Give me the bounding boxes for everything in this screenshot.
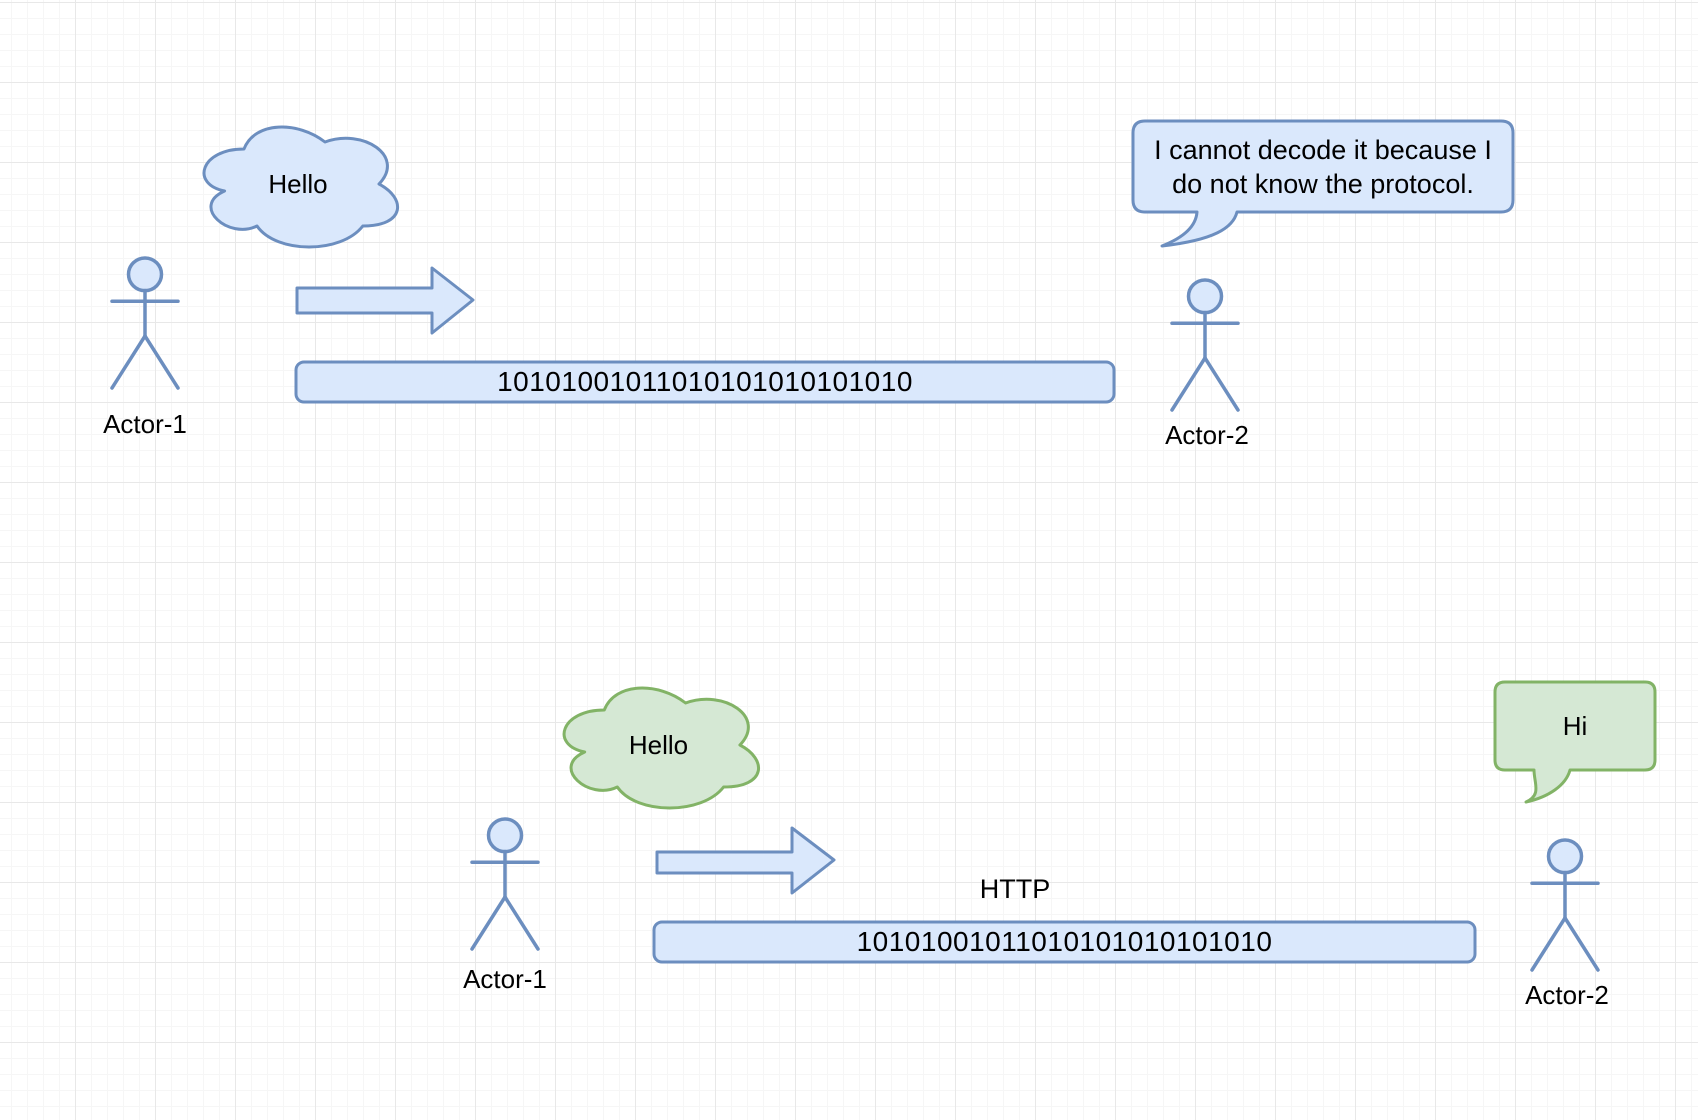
actor2-scenario1-label[interactable]: Actor-2 [1165,419,1249,450]
bitstream-scenario1-text[interactable]: 10101001011010101010101010 [497,366,913,397]
actor1-scenario2-label[interactable]: Actor-1 [463,963,547,994]
actor-head [126,256,164,293]
actor-head [486,817,524,854]
thought-cloud-scenario2-text[interactable]: Hello [628,729,689,760]
actor1-scenario1-label[interactable]: Actor-1 [103,408,187,439]
actor-leg-right [503,895,540,951]
actor-leg-left [110,334,147,390]
send-arrow-scenario2[interactable] [655,826,836,895]
actor1-scenario2-figure[interactable] [470,817,540,951]
thought-cloud-scenario1-text[interactable]: Hello [268,168,328,199]
actor-leg-right [1203,356,1240,412]
arrow-shape [295,266,475,335]
cloud-shape [562,686,761,810]
actor2-scenario2-figure[interactable] [1530,838,1600,972]
bubble-shape [1131,119,1515,248]
actor-leg-left [1530,916,1567,972]
speech-bubble-scenario1-text[interactable]: I cannot decode it because I do not know… [1154,134,1492,199]
cloud-shape [202,125,400,249]
actor-head [1186,278,1224,315]
bitstream-scenario2-text[interactable]: 10101001011010101010101010 [856,926,1273,957]
actor2-scenario1-figure[interactable] [1170,278,1240,412]
actor2-scenario2-label[interactable]: Actor-2 [1525,979,1609,1010]
bar-shape [294,360,1116,404]
arrow-shape [655,826,836,895]
bar-shape [652,920,1477,964]
actor1-scenario1-figure[interactable] [110,256,180,390]
speech-bubble-scenario2-text[interactable]: Hi [1562,710,1588,741]
speech-bubble-scenario1[interactable] [1131,119,1515,248]
bubble-shape [1493,680,1657,804]
bitstream-bar-scenario1[interactable] [294,360,1116,404]
speech-bubble-scenario2[interactable] [1493,680,1657,804]
thought-cloud-scenario1[interactable] [202,125,400,249]
send-arrow-scenario1[interactable] [295,266,475,335]
actor-leg-right [1563,916,1600,972]
bitstream-bar-scenario2[interactable] [652,920,1477,964]
actor-leg-left [470,895,507,951]
protocol-label[interactable]: HTTP [979,873,1051,904]
thought-cloud-scenario2[interactable] [562,686,761,810]
actor-leg-right [143,334,180,390]
actor-leg-left [1170,356,1207,412]
actor-head [1546,838,1584,875]
